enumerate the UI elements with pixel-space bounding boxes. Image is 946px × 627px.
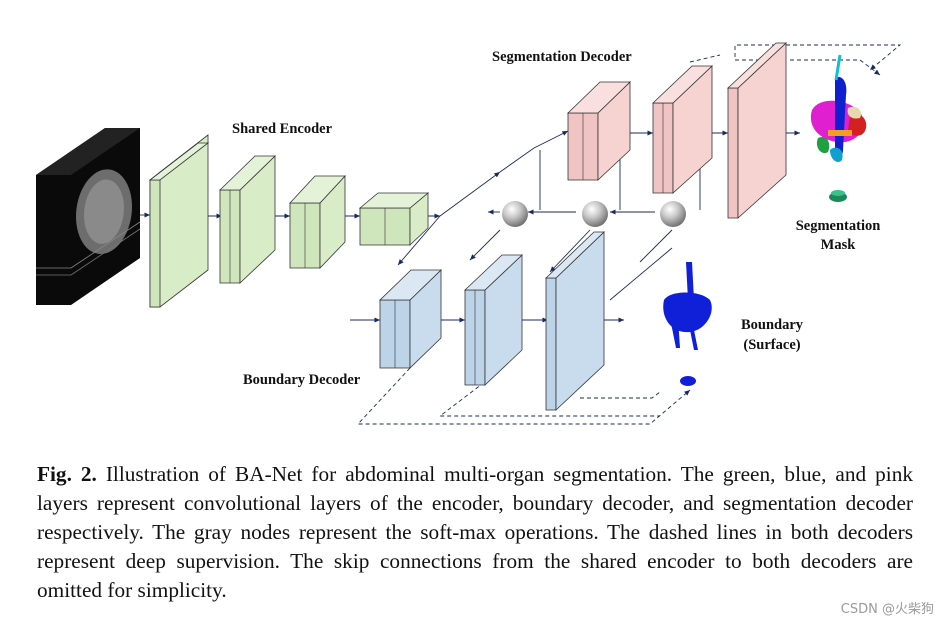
softmax-node-3 bbox=[660, 201, 686, 227]
ct-input-image bbox=[36, 128, 141, 305]
encoder-layer-1 bbox=[148, 134, 210, 308]
figure-caption: Fig. 2. Illustration of BA-Net for abdom… bbox=[37, 460, 913, 605]
segmentation-decoder-layer-3 bbox=[726, 42, 788, 219]
boundary-label-line1: Boundary bbox=[741, 317, 804, 333]
boundary-decoder-label: Boundary Decoder bbox=[243, 372, 361, 388]
segmentation-decoder-label: Segmentation Decoder bbox=[492, 49, 632, 65]
boundary-decoder-layer-3 bbox=[545, 231, 605, 411]
watermark: CSDN @火柴狗 bbox=[840, 602, 934, 617]
ba-net-architecture-diagram: Shared Encoder Segmentation Decoder Boun… bbox=[36, 42, 902, 425]
segmentation-decoder-layer-1 bbox=[567, 81, 631, 181]
encoder-layer-2 bbox=[219, 155, 276, 284]
segmentation-mask-output bbox=[810, 54, 867, 202]
softmax-node-2 bbox=[582, 201, 608, 227]
deep-supervision-lines bbox=[356, 44, 902, 425]
segmentation-mask-label-line2: Mask bbox=[821, 237, 857, 253]
encoder-layer-3 bbox=[289, 174, 346, 269]
figure-label: Fig. 2. bbox=[37, 462, 97, 486]
softmax-node-1 bbox=[502, 201, 528, 227]
segmentation-mask-label-line1: Segmentation bbox=[796, 218, 881, 234]
forward-connections bbox=[140, 130, 800, 323]
boundary-decoder-layer-2 bbox=[463, 254, 524, 386]
boundary-decoder-layer-1 bbox=[379, 269, 442, 369]
shared-encoder-label: Shared Encoder bbox=[232, 121, 333, 137]
encoder-layer-4 bbox=[358, 192, 430, 246]
boundary-label-line2: (Surface) bbox=[743, 337, 800, 353]
caption-text: Illustration of BA-Net for abdominal mul… bbox=[37, 462, 913, 602]
boundary-surface-output bbox=[663, 262, 712, 386]
segmentation-decoder-layer-2 bbox=[651, 65, 714, 194]
